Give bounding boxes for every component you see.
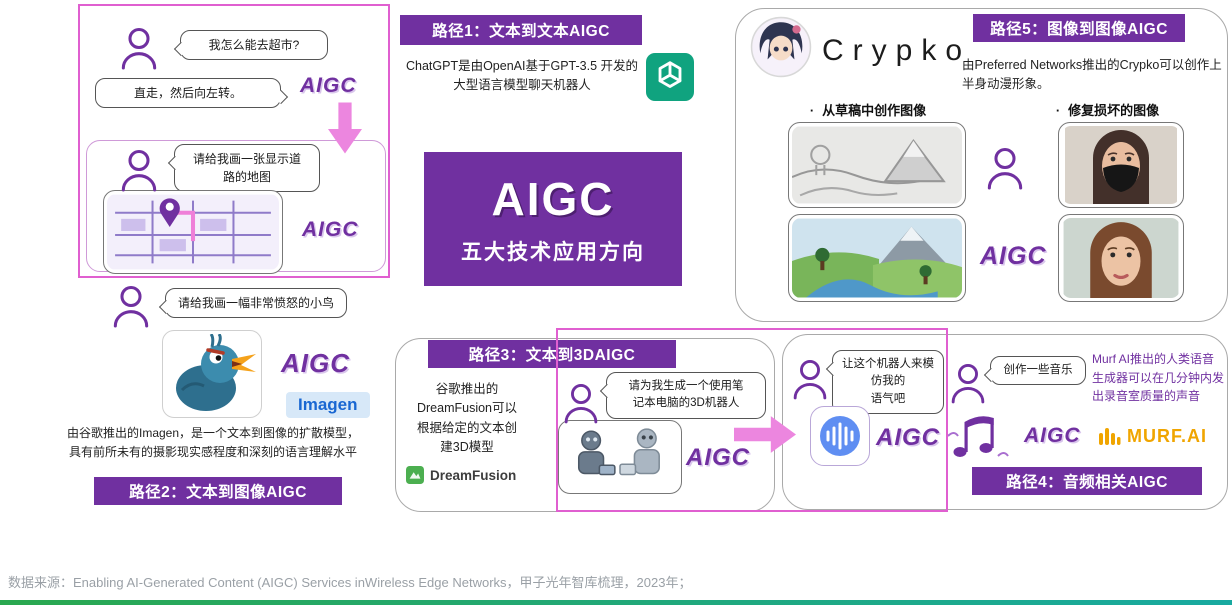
imagen-logo: Imagen [286,392,370,418]
center-title: AIGC [491,173,615,225]
path3-description: 谷歌推出的 DreamFusion可以 根据给定的文本创 建3D模型 [416,382,518,455]
dreamfusion-icon [406,466,424,484]
murf-logo: MURF.AI [1098,424,1207,448]
music-request-text: 创作一些音乐 [1003,364,1073,376]
path1-header-text: 路径1：文本到文本AIGC [432,23,610,40]
aigc-label-path2-text: AIGC [281,348,350,378]
aigc-label-voice-text: AIGC [876,424,940,451]
user-icon [986,146,1024,190]
path5-feature2: · 修复损坏的图像 [1025,100,1190,119]
aigc-label-path3-text: AIGC [686,444,750,471]
path5-header: 路径5：图像到图像AIGC [973,14,1185,42]
data-source-note: 数据来源：Enabling AI-Generated Content (AIGC… [8,575,692,590]
masked-face-image [1062,126,1180,204]
path5-feature2-text: 修复损坏的图像 [1068,103,1160,118]
path5-description: 由Preferred Networks推出的Crypko可以创作上 半身动漫形象… [962,58,1222,92]
music-request-bubble: 创作一些音乐 [990,356,1086,386]
bird-request-text: 请给我画一幅非常愤怒的小鸟 [177,296,334,310]
voice-request-bubble: 让这个机器人来模仿我的 语气吧 [832,350,944,414]
bird-request-bubble: 请给我画一幅非常愤怒的小鸟 [165,288,347,318]
angry-bird-image [166,334,258,414]
robot-request-bubble: 请为我生成一个使用笔 记本电脑的3D机器人 [606,372,766,419]
center-title-box: AIGC 五大技术应用方向 [424,152,682,286]
dreamfusion-logo: DreamFusion [406,466,516,484]
path1-description: ChatGPT是由OpenAI基于GPT-3.5 开发的 大型语言模型聊天机器人 [405,59,638,93]
user-icon [120,26,158,70]
path2-description: 由谷歌推出的Imagen，是一个文本到图像的扩散模型， 具有前所未有的摄影现实感… [66,426,360,459]
dreamfusion-logo-text: DreamFusion [430,467,517,483]
chat-answer-text: 直走，然后向左转。 [133,86,242,100]
chat-answer-bubble: 直走，然后向左转。 [95,78,281,108]
masked-face-image-bubble [1058,122,1184,208]
path5-header-text: 路径5：图像到图像AIGC [990,21,1168,38]
aigc-label-music-text: AIGC [1024,424,1081,447]
openai-icon [651,58,689,96]
aigc-label-path1-text: AIGC [300,74,357,97]
aigc-label-map-text: AIGC [302,218,359,241]
color-landscape-image [792,218,962,298]
music-notes-icon [946,406,1012,464]
bottom-accent-bar [0,600,1232,605]
aigc-label-path5-text: AIGC [980,242,1047,270]
user-icon [792,358,828,400]
path5-feature1: · 从草稿中创作图像 [778,100,958,119]
murf-description: Murf AI推出的人类语音 生成器可以在几分钟内发 出录音室质量的声音 [1092,352,1225,404]
chat-question-bubble: 我怎么能去超市? [180,30,328,60]
angry-bird-image-frame [162,330,262,418]
restored-face-image [1062,218,1180,298]
map-image [107,194,279,270]
color-landscape-image-bubble [788,214,966,302]
path4-header: 路径4：音频相关AIGC [972,467,1202,495]
crypko-brand: Crypko [822,34,972,67]
user-icon [112,284,150,328]
user-icon [120,148,158,192]
arrow-right-icon [734,416,796,453]
path2-header: 路径2：文本到图像AIGC [94,477,342,505]
robots-3d-image [562,424,678,490]
robots-image-bubble [558,420,682,494]
user-icon [950,362,986,404]
path4-header-text: 路径4：音频相关AIGC [1006,474,1168,491]
murf-logo-text: MURF.AI [1127,425,1207,446]
sketch-landscape-image [792,126,962,204]
user-icon [563,382,599,424]
murf-icon [1098,424,1122,448]
arrow-down-icon [328,102,362,154]
sketch-image-bubble [788,122,966,208]
path1-header: 路径1：文本到文本AIGC [400,15,642,45]
path5-feature1-text: 从草稿中创作图像 [822,103,927,118]
path3-header-text: 路径3：文本到3DAIGC [468,347,636,364]
openai-logo [646,53,694,101]
map-request-bubble: 请给我画一张显示道 路的地图 [174,144,320,192]
bullet-icon: · [809,103,815,118]
center-subtitle: 五大技术应用方向 [461,241,645,264]
restored-face-image-bubble [1058,214,1184,302]
voice-request-text: 让这个机器人来模仿我的 语气吧 [842,358,934,405]
voice-waveform-icon [818,414,862,458]
map-request-text: 请给我画一张显示道 路的地图 [192,152,301,184]
path3-header: 路径3：文本到3DAIGC [428,340,676,368]
path2-header-text: 路径2：文本到图像AIGC [129,484,307,501]
bullet-icon: · [1055,103,1061,118]
map-image-bubble [103,190,283,274]
chat-question-text: 我怎么能去超市? [208,38,300,52]
crypko-avatar-icon [750,16,812,78]
robot-request-text: 请为我生成一个使用笔 记本电脑的3D机器人 [628,380,744,410]
voice-waveform-frame [810,406,870,466]
